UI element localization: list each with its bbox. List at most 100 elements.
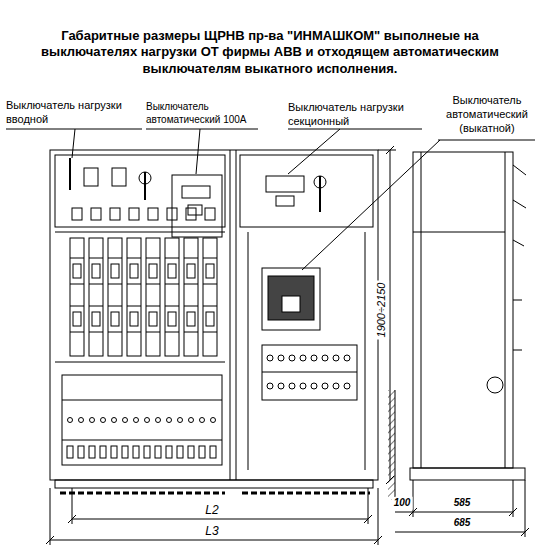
drawing-stroke <box>127 258 141 259</box>
drawing-stroke <box>168 312 176 326</box>
drawing-stroke <box>262 372 357 373</box>
drawing-stroke <box>146 306 160 307</box>
drawing-stroke <box>184 306 198 307</box>
drawing-stroke <box>101 418 106 423</box>
drawing-stroke <box>413 152 513 468</box>
drawing-stroke <box>333 355 339 361</box>
drawing-stroke <box>123 418 128 423</box>
dimension-label: 585 <box>452 497 473 510</box>
title: Габаритные размеры ЩРНВ пр-ва "ИНМАШКОМ"… <box>20 28 520 77</box>
drawing-stroke <box>55 232 225 233</box>
drawing-stroke <box>111 312 119 326</box>
drawing-stroke <box>92 264 100 278</box>
callout-label: Выключатель автоматический (выкатной) <box>438 94 536 135</box>
drawing-stroke <box>206 312 214 326</box>
drawing-stroke <box>505 152 506 468</box>
drawing-stroke <box>78 446 84 458</box>
drawing-stroke <box>6 129 142 130</box>
drawing-stroke <box>129 208 139 220</box>
drawing-stroke <box>62 400 222 401</box>
drawing-stroke <box>127 284 141 285</box>
drawing-stroke <box>146 332 160 333</box>
drawing-stroke <box>186 208 196 220</box>
drawing-stroke <box>513 200 526 208</box>
drawing-stroke <box>344 383 350 389</box>
drawing-stroke <box>388 390 395 500</box>
drawing-stroke <box>60 492 225 495</box>
dimension-label: 1900÷2150 <box>375 281 389 340</box>
drawing-stroke <box>187 264 195 278</box>
drawing-stroke <box>248 232 249 470</box>
drawing-stroke <box>89 238 103 356</box>
drawing-stroke <box>242 492 370 495</box>
drawing-stroke <box>68 418 73 423</box>
drawing-stroke <box>89 332 103 333</box>
leader-lines <box>6 129 535 270</box>
drawing-stroke <box>390 150 391 480</box>
drawing-stroke <box>122 446 128 458</box>
drawing-stroke <box>395 532 525 533</box>
callout-label: Выключатель нагрузки вводной <box>6 99 142 127</box>
terminal-row <box>67 418 216 459</box>
drawing-stroke <box>262 268 320 330</box>
drawing-stroke <box>386 146 394 154</box>
drawing-stroke <box>70 332 84 333</box>
drawing-stroke <box>55 362 225 363</box>
drawing-stroke <box>365 232 366 470</box>
drawing-stroke <box>278 383 284 389</box>
drawing-stroke <box>55 480 373 488</box>
drawing-stroke <box>289 355 295 361</box>
drawing-stroke <box>73 264 81 278</box>
drawing-stroke <box>187 312 195 326</box>
drawing-stroke <box>144 172 146 200</box>
drawing-stroke <box>300 355 306 361</box>
drawing-stroke <box>374 536 382 544</box>
drawing-stroke <box>55 155 225 227</box>
drawing-stroke <box>91 208 101 220</box>
drawing-stroke <box>188 205 202 215</box>
drawing-stroke <box>70 238 84 356</box>
drawing-stroke <box>513 240 524 246</box>
drawing-stroke <box>333 383 339 389</box>
drawing-stroke <box>236 150 237 480</box>
drawing-stroke <box>67 446 73 458</box>
drawing-stroke <box>89 258 103 259</box>
drawing-stroke <box>188 446 194 458</box>
drawing-stroke <box>70 258 84 259</box>
drawing-stroke <box>267 383 273 389</box>
drawing-stroke <box>146 129 258 130</box>
dimension-label: L3 <box>203 524 220 539</box>
drawing-stroke <box>189 418 194 423</box>
drawing-stroke <box>378 150 396 151</box>
drawing-stroke <box>276 196 294 206</box>
drawing-stroke <box>112 168 126 186</box>
drawing-stroke <box>146 238 160 356</box>
drawing-stroke <box>69 158 71 190</box>
drawing-stroke <box>386 476 394 484</box>
drawing-stroke <box>111 264 119 278</box>
drawing-stroke <box>525 480 526 537</box>
drawing-stroke <box>240 155 373 227</box>
drawing-stroke <box>513 165 526 175</box>
drawing-stroke <box>395 390 396 500</box>
drawing-stroke <box>72 129 75 158</box>
drawing-stroke <box>182 186 210 198</box>
drawing-stroke <box>70 284 84 285</box>
drawing-stroke <box>130 312 138 326</box>
drawing-stroke <box>70 306 84 307</box>
drawing-stroke <box>146 284 160 285</box>
drawing-stroke <box>79 418 84 423</box>
drawing-stroke <box>72 208 82 220</box>
drawing-stroke <box>203 306 217 307</box>
drawing-stroke <box>111 446 117 458</box>
drawing-stroke <box>133 446 139 458</box>
drawing-stroke <box>167 418 172 423</box>
drawing-stroke <box>134 418 139 423</box>
front-view <box>50 150 378 493</box>
fuse-switch-row <box>70 208 217 356</box>
drawing-stroke <box>203 332 217 333</box>
drawing-stroke <box>165 258 179 259</box>
drawing-stroke <box>289 383 295 389</box>
drawing-stroke <box>211 418 216 423</box>
